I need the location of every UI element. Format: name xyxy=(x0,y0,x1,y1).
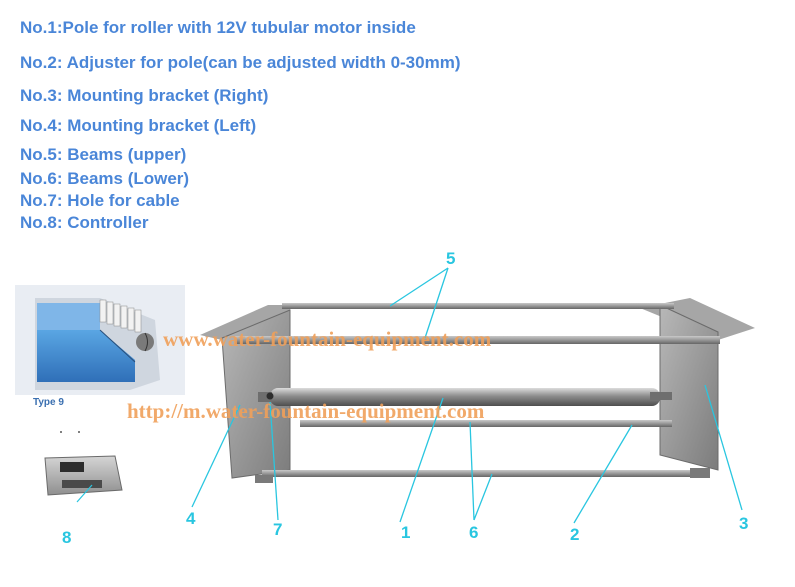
upper-beam-back xyxy=(282,303,674,309)
right-side-plate xyxy=(659,304,719,471)
controller-terminals xyxy=(62,480,102,488)
callout-5: 5 xyxy=(446,249,455,268)
callout-line-2 xyxy=(573,424,633,524)
callout-lines xyxy=(191,267,743,524)
callout-1: 1 xyxy=(401,523,410,542)
callout-line-5b xyxy=(424,267,449,339)
right-foot xyxy=(690,468,710,478)
legend-item-8: No.8: Controller xyxy=(20,213,149,232)
callout-6: 6 xyxy=(469,523,478,542)
callout-line-6a xyxy=(469,421,475,521)
roller-frame xyxy=(200,298,755,483)
legend-item-3: No.3: Mounting bracket (Right) xyxy=(20,86,269,105)
lower-beam-front xyxy=(262,470,702,477)
cable-hole xyxy=(266,392,274,400)
callout-line-6b xyxy=(473,473,493,521)
controller xyxy=(44,431,123,503)
callout-8: 8 xyxy=(62,528,71,547)
upper-beam-front xyxy=(235,336,720,344)
callout-line-4 xyxy=(191,404,241,508)
legend-item-1: No.1:Pole for roller with 12V tubular mo… xyxy=(20,18,416,37)
callout-7: 7 xyxy=(273,520,282,539)
legend-item-6: No.6: Beams (Lower) xyxy=(20,169,190,188)
callout-3: 3 xyxy=(739,514,748,533)
pool-water-surface xyxy=(37,303,100,330)
lower-beam-back xyxy=(300,420,672,427)
callout-4: 4 xyxy=(186,509,196,528)
left-top-flange xyxy=(200,305,290,340)
callout-line-7 xyxy=(269,401,279,521)
pool-water xyxy=(37,330,135,382)
pole-left-end xyxy=(258,392,272,402)
callout-2: 2 xyxy=(570,525,579,544)
callout-line-1 xyxy=(399,397,444,523)
left-foot xyxy=(255,475,273,483)
legend-item-4: No.4: Mounting bracket (Left) xyxy=(20,116,257,135)
legend-item-5: No.5: Beams (upper) xyxy=(20,145,187,164)
legend-item-7: No.7: Hole for cable xyxy=(20,191,180,210)
pool-cover-inset: Type 9 xyxy=(15,285,185,408)
legend-item-2: No.2: Adjuster for pole(can be adjusted … xyxy=(20,53,461,72)
pole-adjuster xyxy=(650,392,672,400)
controller-display xyxy=(60,462,84,472)
watermark-mobile: http://m.water-fountain-equipment.com xyxy=(127,399,485,423)
cover-slats xyxy=(99,299,142,333)
roller-pole xyxy=(270,388,660,406)
callout-line-3 xyxy=(704,384,743,511)
controller-box xyxy=(44,455,123,496)
watermark-site: www.water-fountain-equipment.com xyxy=(163,327,492,351)
inset-type-label: Type 9 xyxy=(33,397,64,408)
callout-line-8 xyxy=(76,484,93,503)
callout-line-5a xyxy=(389,267,449,307)
inset-roller xyxy=(136,333,154,351)
